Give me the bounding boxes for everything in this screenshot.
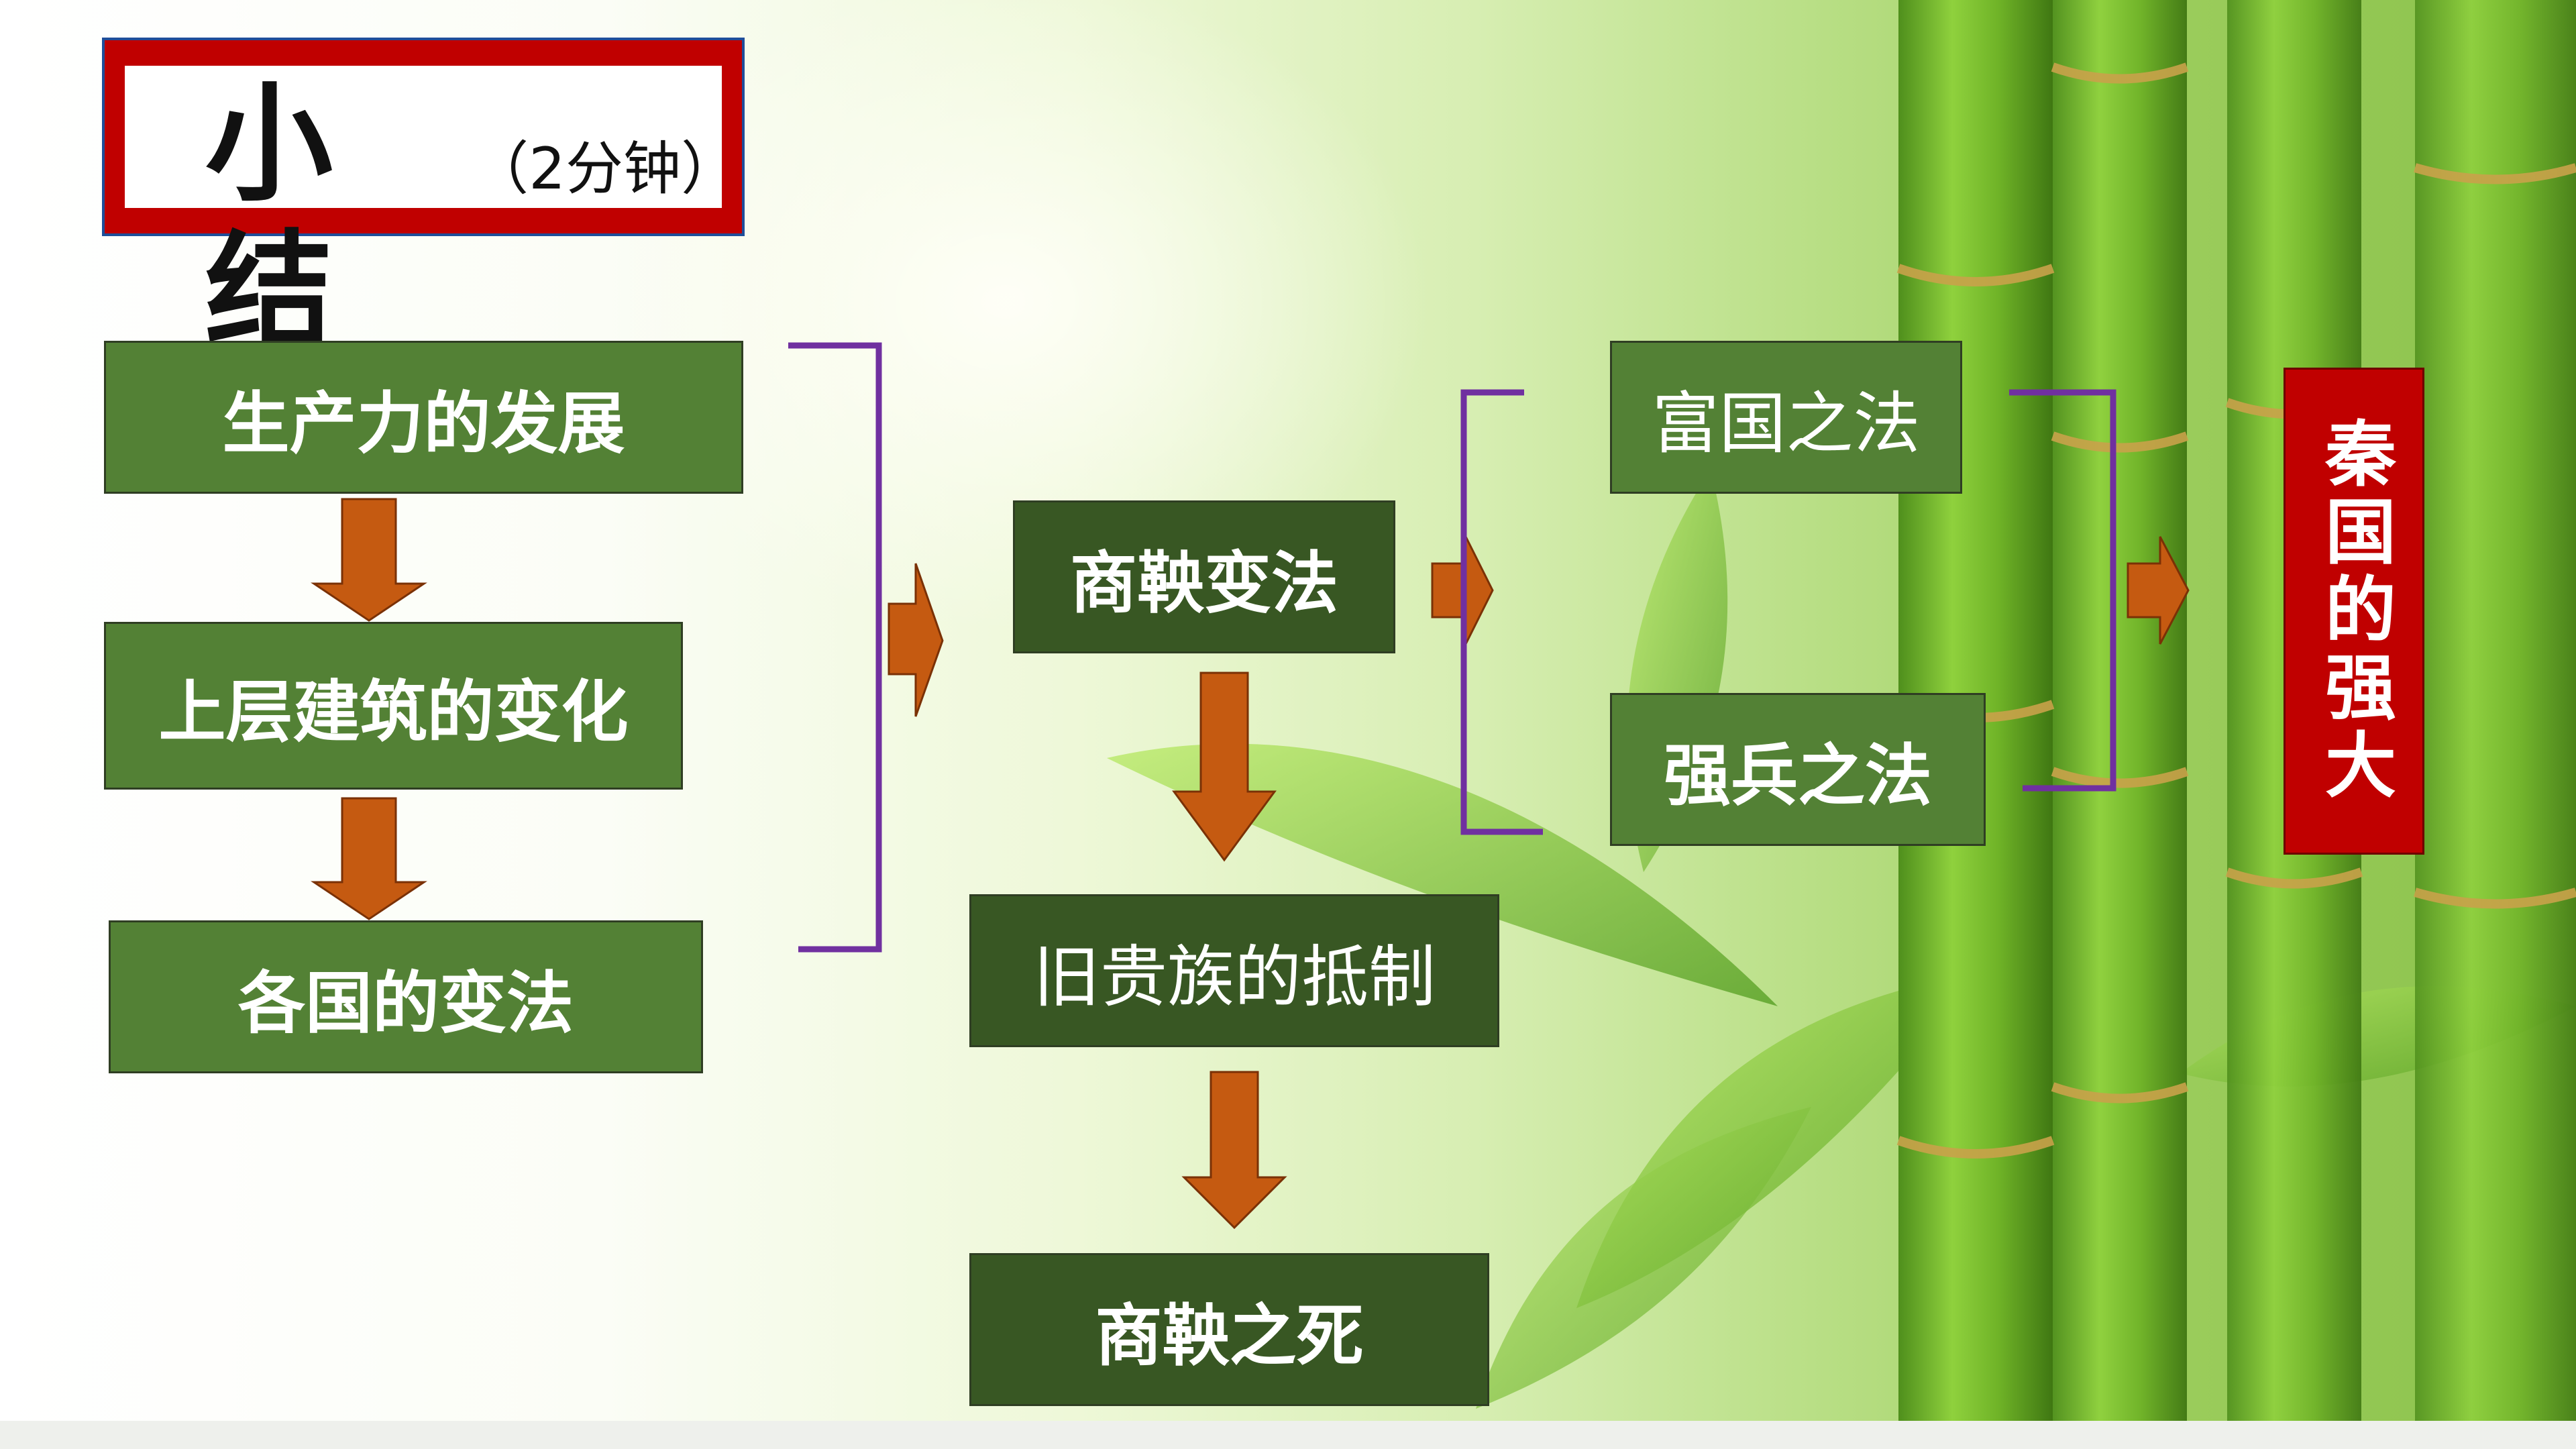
box-shang-yang-reform-label: 商鞅变法 [1070,543,1338,623]
bracket-left-group [788,342,882,953]
arrow-right-3 [2127,536,2190,645]
box-state-reforms: 各国的变法 [109,920,703,1073]
box-productivity-label: 生产力的发展 [222,384,625,463]
box-superstructure: 上层建筑的变化 [104,622,683,790]
box-state-reforms-label: 各国的变法 [238,963,574,1042]
box-strengthen-army-law-label: 强兵之法 [1664,736,1932,815]
box-nobility-resistance-label: 旧贵族的抵制 [1033,937,1436,1016]
box-qin-rise: 秦国的强大 [2284,368,2424,855]
arrow-down-2 [311,797,427,920]
box-qin-rise-label: 秦国的强大 [2313,417,2396,806]
box-productivity: 生产力的发展 [104,341,743,494]
arrow-down-1 [311,498,427,622]
bottom-strip [0,1421,2576,1449]
box-nobility-resistance: 旧贵族的抵制 [969,894,1499,1047]
slide-subtitle-duration: （2分钟） [471,136,739,203]
box-shang-yang-reform: 商鞅变法 [1013,500,1395,653]
box-superstructure-label: 上层建筑的变化 [158,672,629,751]
arrow-right-1 [888,563,944,717]
box-enrich-state-law: 富国之法 [1610,341,1962,494]
box-shang-yang-death-label: 商鞅之死 [1095,1296,1364,1375]
title-frame: 小结 （2分钟） [102,38,745,366]
box-shang-yang-death: 商鞅之死 [969,1253,1489,1406]
box-strengthen-army-law: 强兵之法 [1610,693,1986,846]
arrow-down-3 [1172,672,1277,862]
bracket-laws-open [1460,389,1543,835]
box-enrich-state-law-label: 富国之法 [1652,384,1921,463]
arrow-down-4 [1181,1071,1287,1230]
bracket-laws-close [2009,389,2116,792]
